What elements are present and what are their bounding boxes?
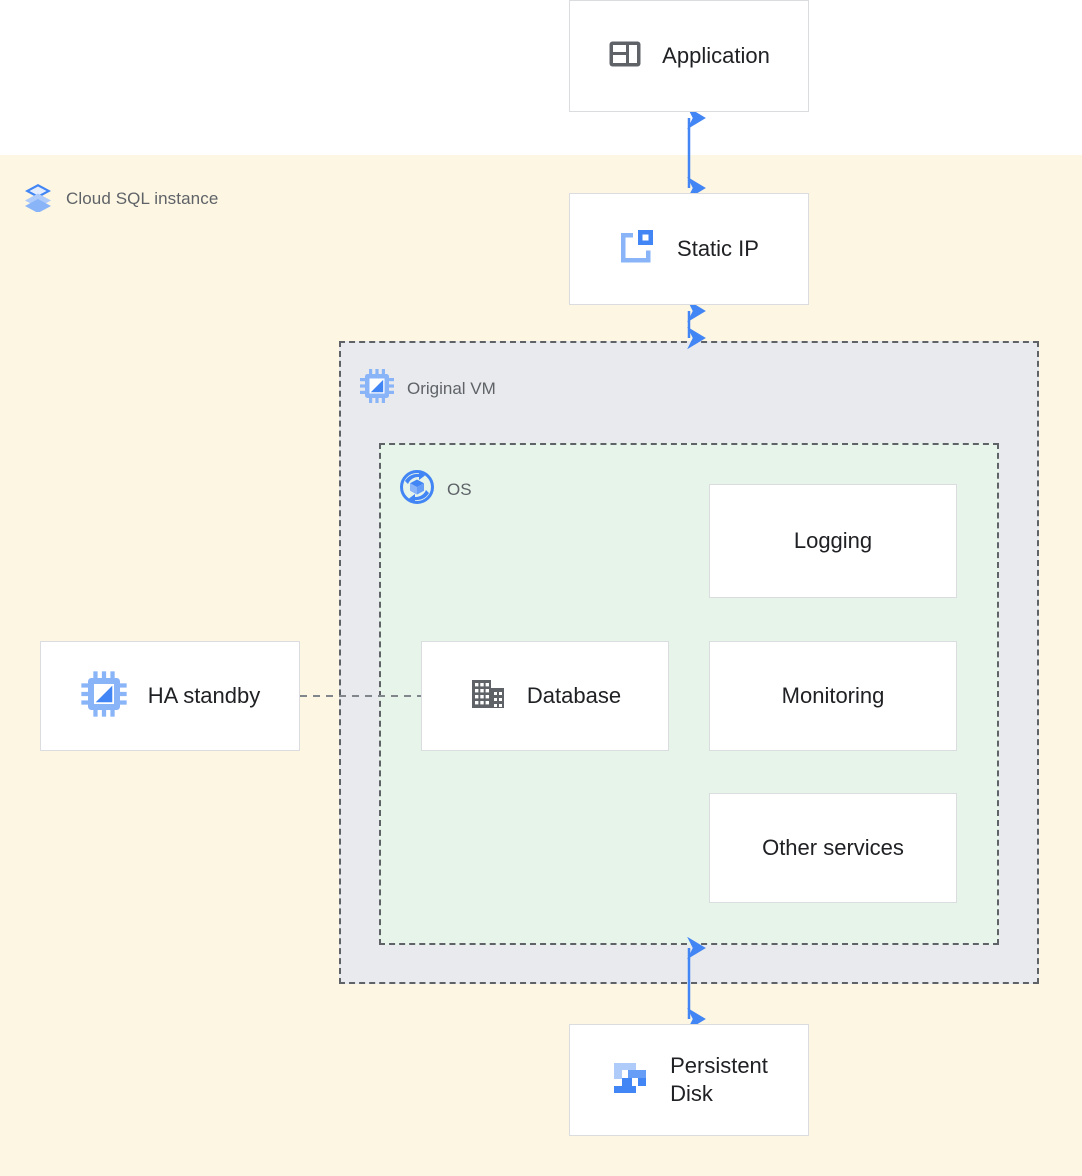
cloud-sql-icon (22, 180, 54, 217)
node-label-monitoring: Monitoring (781, 682, 885, 708)
persistent-disk-icon (610, 1058, 650, 1103)
node-label-database: Database (526, 682, 622, 708)
container-label-text-vm: Original VM (407, 378, 496, 398)
node-label-static-ip: Static IP (677, 235, 759, 261)
node-label-persistent-disk: Persistent Disk (670, 1052, 768, 1108)
database-building-icon (469, 675, 507, 718)
node-label-ha-standby: HA standby (147, 682, 261, 708)
node-application[interactable]: Application (569, 0, 809, 112)
container-label-original-vm: Original VM (359, 368, 496, 409)
application-icon (608, 37, 642, 76)
node-monitoring[interactable]: Monitoring (709, 641, 957, 751)
region-label-cloud-sql: Cloud SQL instance (22, 180, 218, 217)
container-label-text-os: OS (447, 479, 472, 499)
node-persistent-disk[interactable]: Persistent Disk (569, 1024, 809, 1136)
node-label-application: Application (662, 42, 770, 68)
os-icon (399, 469, 435, 510)
vm-chip-icon (80, 670, 128, 723)
node-database[interactable]: Database (421, 641, 669, 751)
vm-chip-icon (359, 368, 395, 409)
region-label-text: Cloud SQL instance (66, 188, 219, 208)
node-ha-standby[interactable]: HA standby (40, 641, 300, 751)
node-logging[interactable]: Logging (709, 484, 957, 598)
static-ip-icon (619, 228, 657, 271)
node-label-other-services: Other services (762, 834, 904, 860)
container-label-os: OS (399, 469, 472, 510)
node-other-services[interactable]: Other services (709, 793, 957, 903)
node-label-logging: Logging (793, 527, 873, 553)
node-label-persistent-disk-line2: Disk (670, 1081, 713, 1106)
node-label-persistent-disk-line1: Persistent (670, 1052, 768, 1078)
node-static-ip[interactable]: Static IP (569, 193, 809, 305)
